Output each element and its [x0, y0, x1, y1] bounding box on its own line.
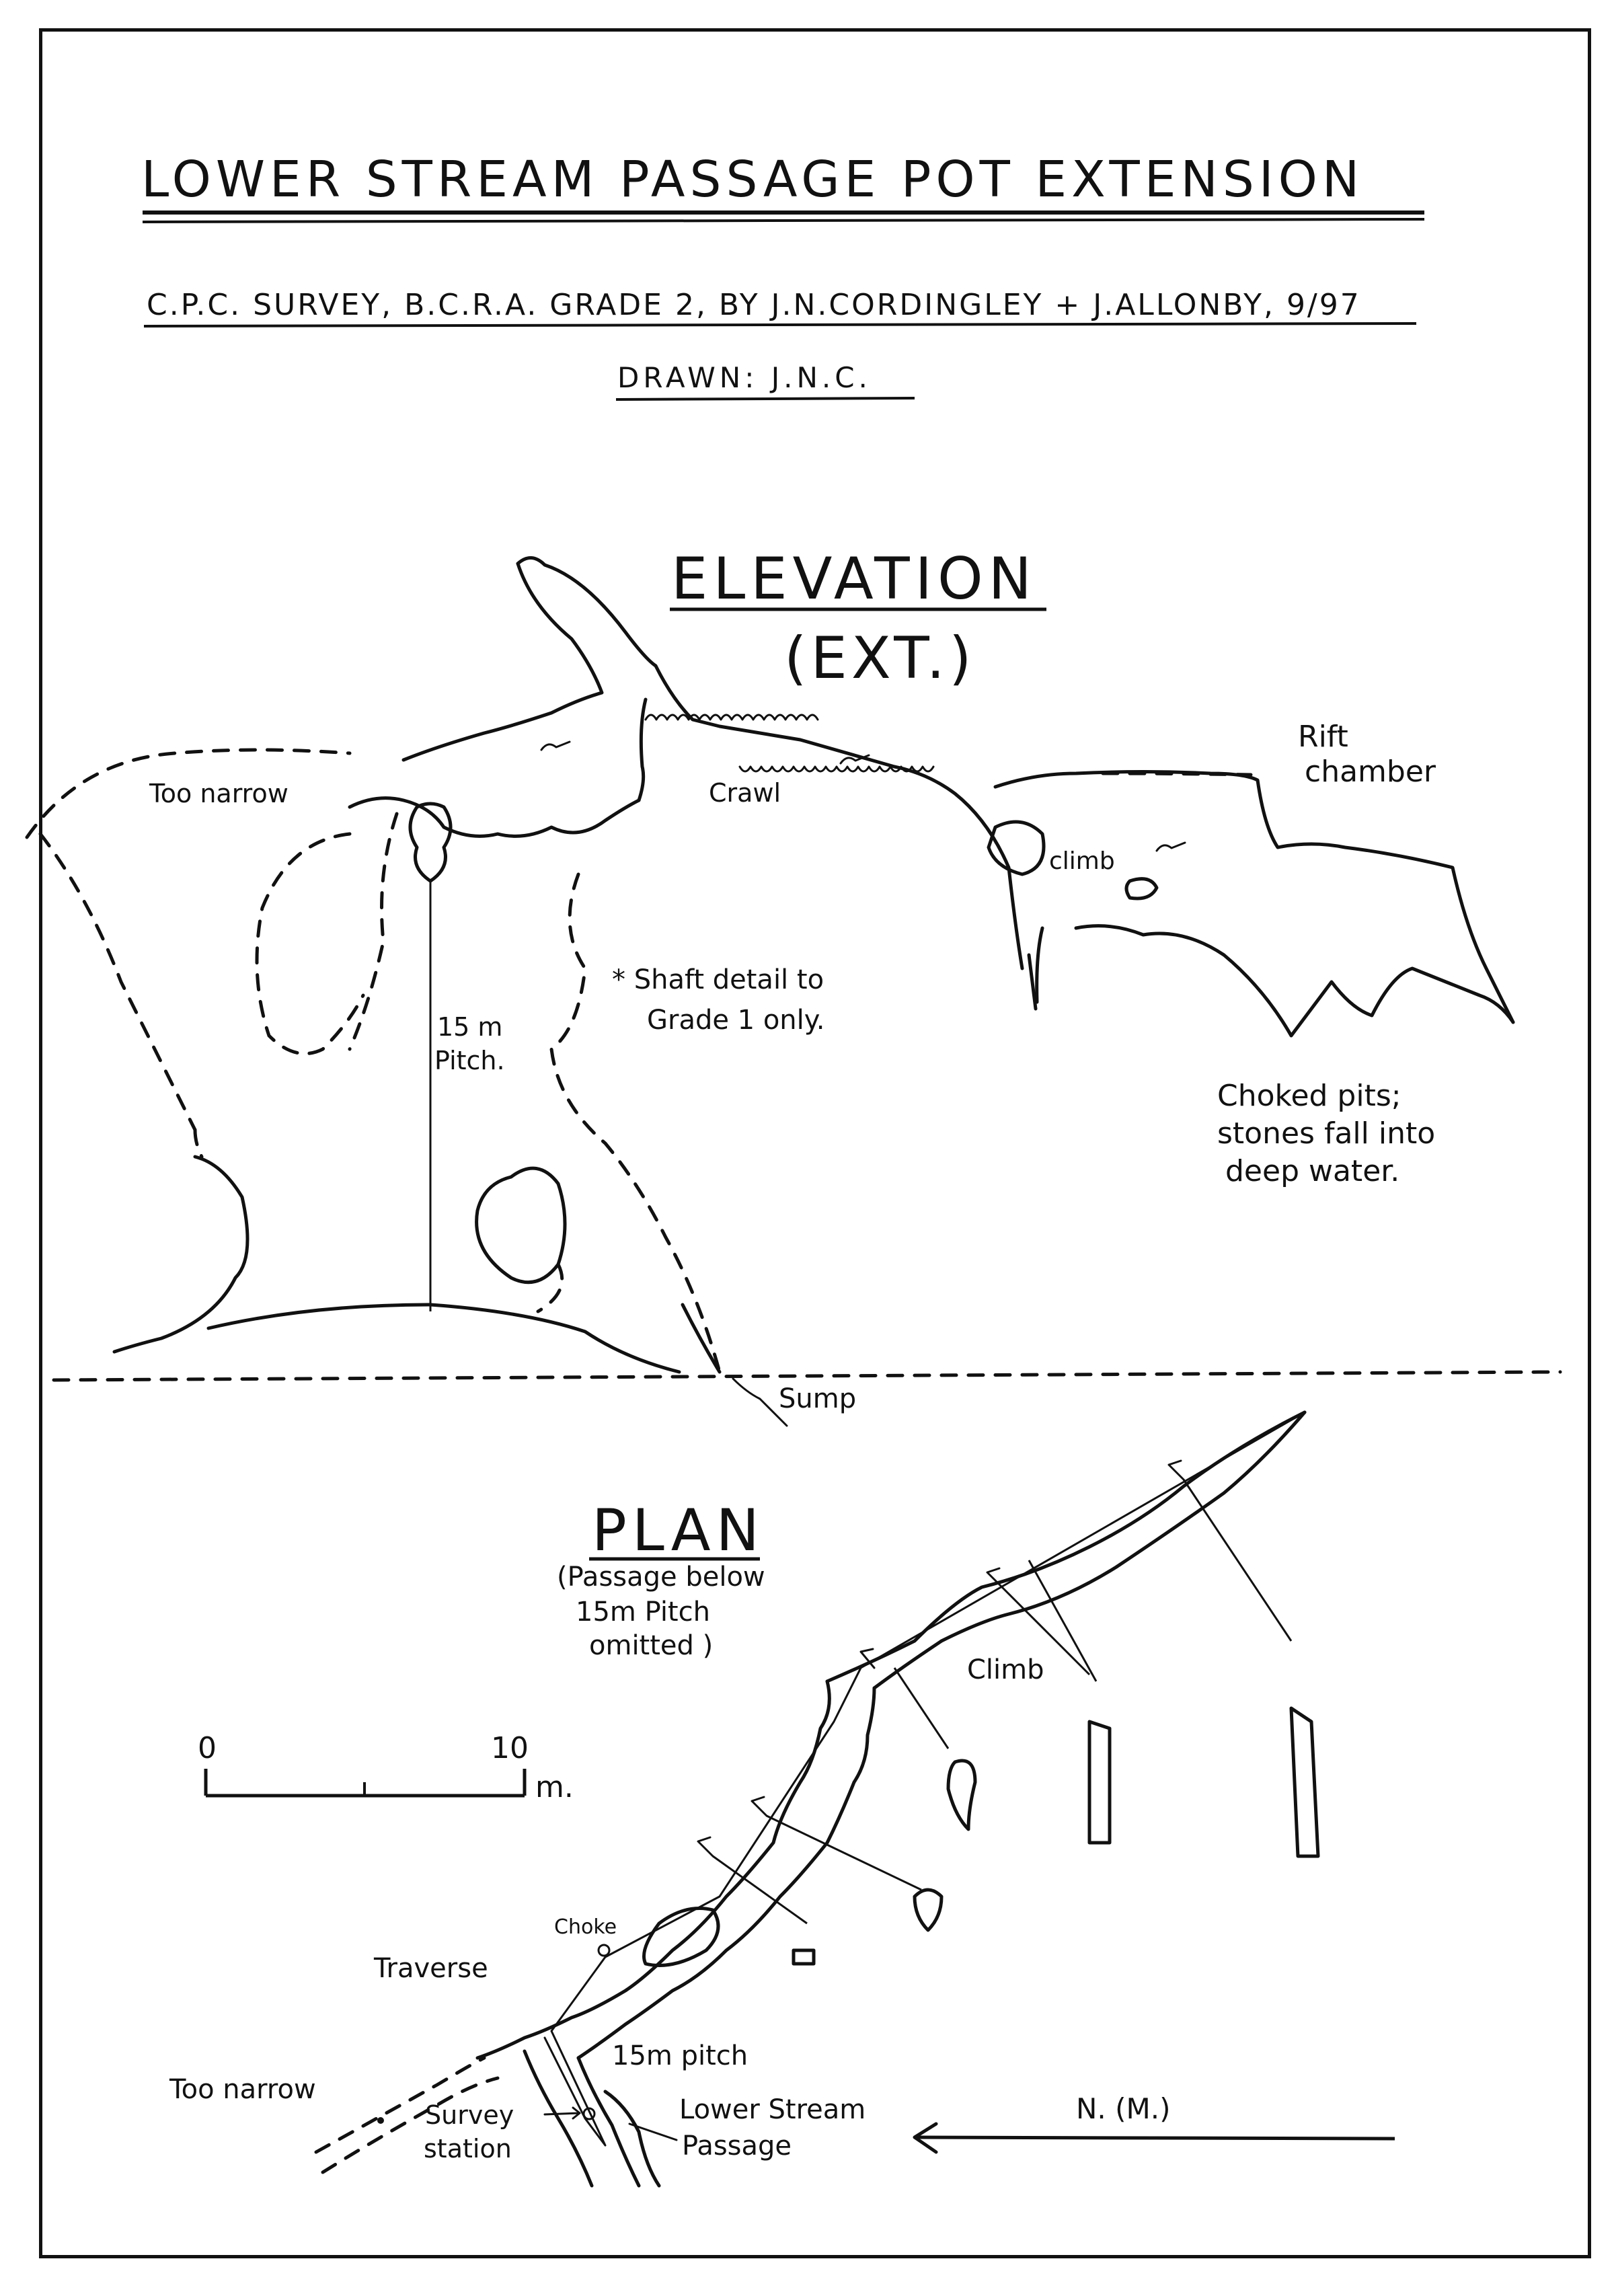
plan-traverse-label: Traverse — [373, 1953, 488, 1984]
lower-stream-label-2: Passage — [682, 2131, 792, 2161]
lower-stream-leader — [628, 2122, 678, 2141]
shaft-note-1: * Shaft detail to — [612, 964, 824, 995]
survey-station-label-2: station — [424, 2134, 512, 2164]
survey-credit-line: C.P.C. SURVEY, B.C.R.A. GRADE 2, BY J.N.… — [147, 288, 1361, 322]
drawn-by-line: DRAWN: J.N.C. — [617, 361, 872, 394]
choked-pits-note-2: stones fall into — [1217, 1116, 1435, 1151]
credit-underline — [143, 322, 1417, 328]
water-flow-arrow — [540, 740, 571, 751]
water-flow-arrow — [1155, 841, 1186, 852]
north-arrow: N. (M.) — [913, 2092, 1395, 2154]
scale-ten-label: 10 — [491, 1731, 529, 1765]
pitch-label-2: Pitch. — [434, 1046, 505, 1075]
survey-station-label-1: Survey — [425, 2100, 514, 2130]
plan-too-narrow-label: Too narrow — [169, 2074, 316, 2105]
sump-flow-arrow — [732, 1377, 788, 1427]
elevation-crawl-label: Crawl — [709, 778, 781, 808]
lower-stream-label-1: Lower Stream — [679, 2094, 866, 2125]
elevation-too-narrow-label: Too narrow — [149, 779, 289, 808]
scale-zero-label: 0 — [198, 1731, 217, 1765]
choked-pits-note-1: Choked pits; — [1217, 1079, 1401, 1113]
elevation-climb-label: climb — [1049, 847, 1115, 875]
scale-bar: 0 10 m. — [198, 1731, 574, 1804]
scale-unit-label: m. — [535, 1770, 574, 1804]
plan-title: PLAN — [592, 1497, 765, 1564]
title-underline-2 — [142, 218, 1425, 223]
rift-chamber-label-1: Rift — [1298, 720, 1348, 754]
elevation-title: ELEVATION — [671, 545, 1037, 613]
elevation-cave-outline — [25, 556, 1562, 1382]
pitch-label-1: 15 m — [437, 1012, 502, 1042]
plan-choke-label: Choke — [554, 1915, 617, 1939]
water-flow-arrow — [839, 754, 870, 765]
choked-pits-note-3: deep water. — [1225, 1154, 1399, 1188]
elevation-subtitle: (EXT.) — [784, 625, 976, 692]
survey-title: LOWER STREAM PASSAGE POT EXTENSION — [141, 151, 1364, 208]
page-frame — [39, 28, 1591, 2258]
plan-passage-outline — [314, 1410, 1320, 2188]
north-label: N. (M.) — [1076, 2092, 1170, 2125]
shaft-note-2: Grade 1 only. — [647, 1005, 824, 1036]
plan-note-3: omitted ) — [589, 1630, 713, 1661]
survey-station-arrow — [543, 2106, 581, 2120]
plan-note-2: 15m Pitch — [576, 1597, 710, 1628]
rift-chamber-label-2: chamber — [1305, 755, 1436, 789]
plan-climb-label: Climb — [967, 1654, 1044, 1685]
plan-note-1: (Passage below — [557, 1562, 765, 1593]
plan-pitch-label: 15m pitch — [612, 2040, 748, 2071]
sump-label: Sump — [779, 1383, 856, 1414]
drawn-underline — [615, 397, 915, 401]
